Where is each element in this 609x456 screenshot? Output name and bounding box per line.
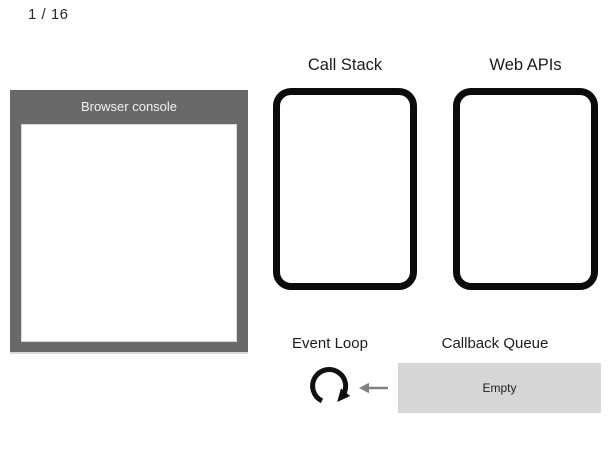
call-stack-label: Call Stack (307, 56, 383, 74)
callback-queue-box: Empty (398, 363, 601, 413)
callback-queue-status: Empty (482, 381, 517, 395)
left-arrow-icon (357, 380, 391, 396)
event-loop-label: Event Loop (292, 335, 368, 352)
browser-console-panel: Browser console (10, 90, 248, 352)
web-apis-box (453, 88, 598, 290)
browser-console-output (21, 124, 237, 342)
callback-queue-label: Callback Queue (441, 335, 549, 352)
clockwise-loop-arrow-icon (307, 363, 355, 413)
slide-counter: 1 / 16 (28, 6, 69, 23)
browser-console-title: Browser console (80, 99, 178, 114)
call-stack-box (273, 88, 417, 290)
web-apis-label: Web APIs (489, 56, 562, 74)
